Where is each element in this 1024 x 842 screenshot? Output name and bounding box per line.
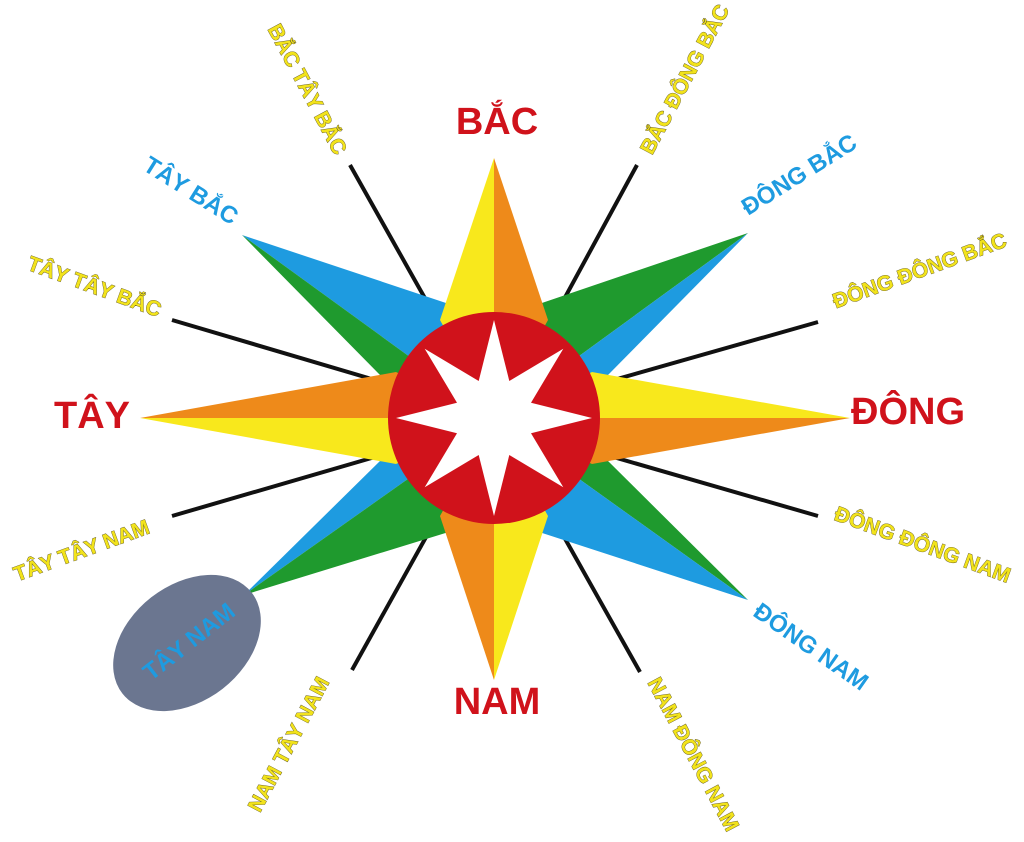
line-ese	[595, 450, 819, 518]
label-west: TÂY	[54, 393, 130, 437]
highlight-ellipse	[113, 574, 261, 712]
label-wnw: TÂY TÂY BẮC	[24, 251, 164, 322]
label-nne: BẮC ĐÔNG BẮC	[635, 1, 734, 159]
label-south: NAM	[454, 681, 541, 723]
label-north: BẮC	[456, 99, 538, 143]
label-southeast: ĐÔNG NAM	[748, 597, 873, 696]
line-wsw	[171, 450, 393, 518]
label-ene: ĐÔNG ĐÔNG BẮC	[829, 228, 1009, 313]
label-northwest: TÂY BẮC	[138, 151, 243, 231]
label-nnw: BẮC TÂY BẮC	[263, 20, 352, 159]
label-sse: NAM ĐÔNG NAM	[643, 673, 744, 835]
label-wsw: TÂY TÂY NAM	[10, 515, 152, 586]
line-ene	[595, 320, 819, 387]
label-east: ĐÔNG	[851, 388, 965, 433]
label-ssw: NAM TÂY NAM	[243, 673, 334, 816]
label-ese: ĐÔNG ĐÔNG NAM	[831, 502, 1014, 588]
label-northeast: ĐÔNG BẮC	[736, 128, 862, 221]
center-star-icon	[396, 320, 592, 516]
secondary-lines	[171, 164, 819, 673]
line-wnw	[171, 318, 393, 387]
